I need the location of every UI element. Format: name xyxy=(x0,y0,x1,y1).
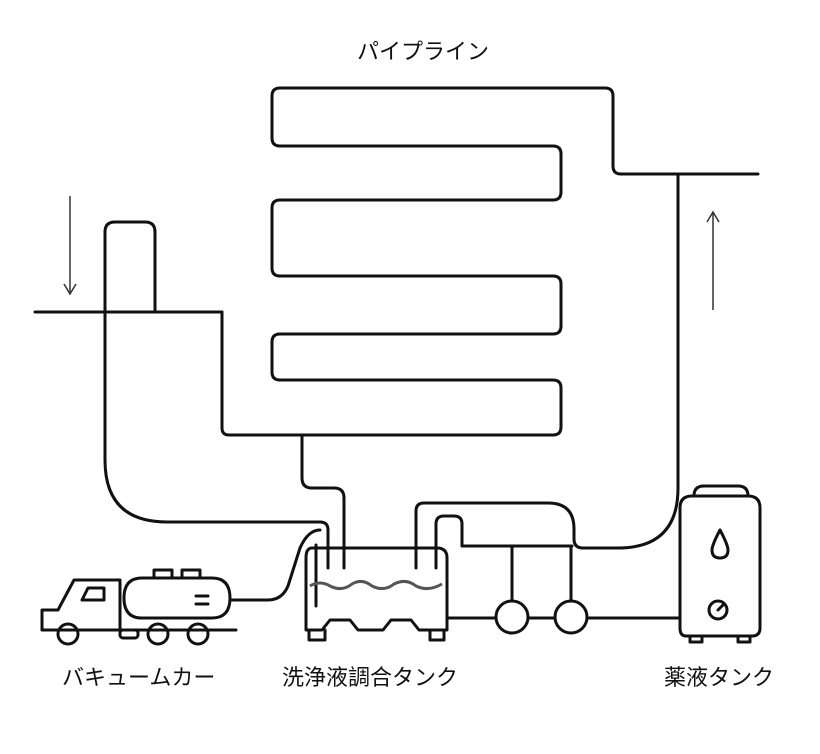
mud-guard xyxy=(118,628,140,640)
tank-pipe-b xyxy=(434,514,574,570)
vacuum-hose xyxy=(230,528,322,602)
mixing-tank-body xyxy=(304,546,449,632)
return-line xyxy=(414,172,680,570)
chemical-tank-body xyxy=(678,494,762,638)
gauge-icon xyxy=(707,599,729,621)
tank-pipe-a xyxy=(300,433,346,570)
pump-1 xyxy=(494,599,530,635)
drop-icon xyxy=(710,528,730,560)
chemical-tank-top xyxy=(692,484,750,498)
pump-2 xyxy=(553,599,589,635)
wheel-rear-1 xyxy=(146,622,170,646)
vacuum-truck-tank-hatch xyxy=(152,568,202,580)
vacuum-truck-label: バキュームカー xyxy=(62,666,216,691)
loop-left xyxy=(103,220,330,570)
mixing-tank-liquid xyxy=(309,579,443,591)
pipeline-serpentine xyxy=(220,86,760,437)
vacuum-truck-cab xyxy=(40,578,122,632)
mixing-tank-feet xyxy=(307,628,446,642)
vacuum-truck-tank-lines xyxy=(194,594,210,606)
pipeline-label: パイプライン xyxy=(357,40,490,65)
wheel-front xyxy=(56,622,80,646)
vacuum-truck-tank xyxy=(122,576,232,620)
flow-arrow-up xyxy=(706,210,720,310)
pump-1-connection xyxy=(445,544,514,620)
mixing-tank-label: 洗浄液調合タンク xyxy=(282,666,459,691)
vacuum-truck-window xyxy=(80,586,106,602)
chemical-tank-feet xyxy=(688,634,752,644)
flow-arrow-down xyxy=(63,196,77,296)
wheel-rear-2 xyxy=(186,622,210,646)
pump-2-connection xyxy=(526,544,682,620)
chemical-tank-label: 薬液タンク xyxy=(664,666,775,691)
gauge-needle xyxy=(716,602,726,612)
